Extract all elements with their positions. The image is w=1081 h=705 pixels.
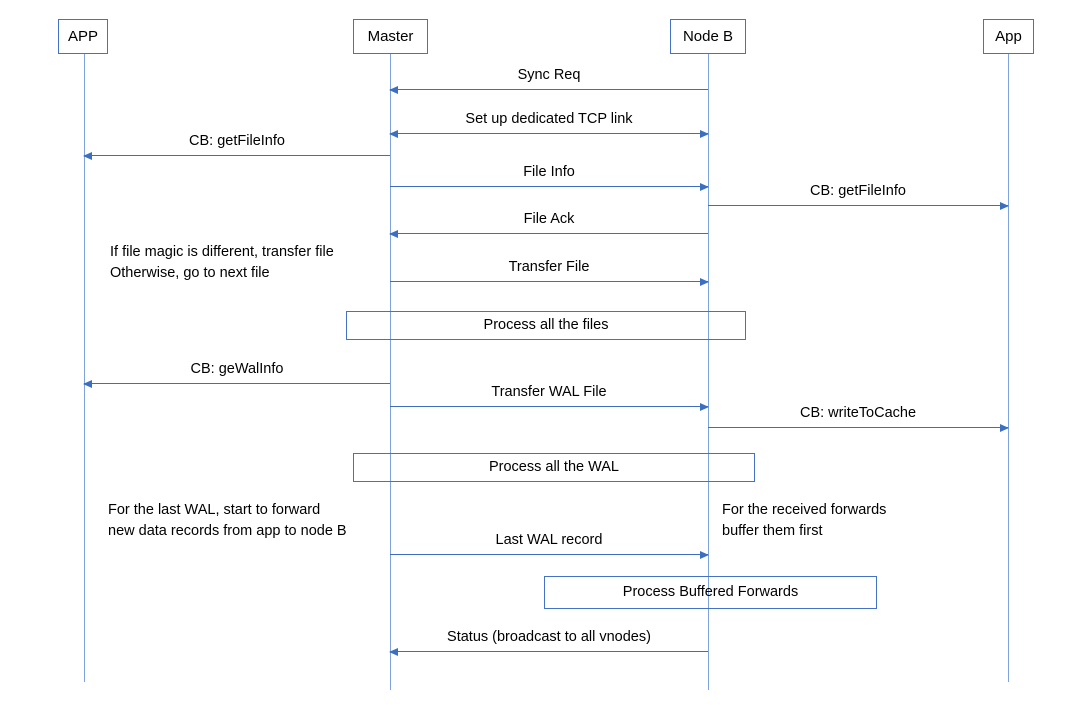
note-last-wal-forward: For the last WAL, start to forward new d… (108, 502, 347, 539)
arrowhead-left-icon (389, 85, 398, 94)
participant-app-left[interactable]: APP (58, 19, 108, 54)
lifeline-app-left (84, 54, 85, 682)
arrowhead-right-icon (700, 402, 709, 411)
arrowhead-right-icon (700, 182, 709, 191)
note-file-magic: If file magic is different, transfer fil… (110, 244, 334, 281)
message-label: File Info (523, 164, 575, 181)
participant-label: App (995, 28, 1022, 45)
arrowhead-left-icon (389, 647, 398, 656)
message-label: CB: getFileInfo (810, 183, 906, 200)
message-label: CB: geWalInfo (190, 361, 284, 378)
arrowhead-right-icon (700, 129, 709, 138)
message-label: CB: getFileInfo (189, 133, 285, 150)
message-line (389, 85, 708, 94)
participant-master[interactable]: Master (353, 19, 428, 54)
message-label: Status (broadcast to all vnodes) (447, 629, 651, 646)
process-box-process-buffered-forwards[interactable]: Process Buffered Forwards (544, 576, 877, 609)
message-label: CB: writeToCache (799, 405, 917, 422)
process-box-process-all-the-files[interactable]: Process all the files (346, 311, 746, 340)
message-line (390, 182, 709, 191)
arrowhead-right-icon (700, 277, 709, 286)
process-box-label: Process Buffered Forwards (622, 584, 799, 601)
note-received-forwards: For the received forwards buffer them fi… (722, 502, 887, 539)
participant-label: APP (67, 28, 98, 45)
participant-node-b[interactable]: Node B (670, 19, 746, 54)
arrowhead-right-icon (1000, 423, 1009, 432)
message-line (708, 423, 1009, 432)
lifeline-node-b (708, 54, 709, 690)
arrowhead-left-icon (389, 229, 398, 238)
message-label: Last WAL record (495, 532, 603, 549)
message-label: File Ack (523, 211, 575, 228)
message-line (390, 402, 709, 411)
arrowhead-left-icon (389, 129, 398, 138)
arrowhead-right-icon (700, 550, 709, 559)
message-line (389, 129, 709, 138)
process-box-label: Process all the files (483, 317, 609, 334)
participant-label: Master (367, 28, 414, 45)
message-line (390, 550, 709, 559)
process-box-label: Process all the WAL (488, 459, 619, 476)
participant-label: Node B (682, 28, 734, 45)
arrowhead-left-icon (83, 151, 92, 160)
message-line (389, 229, 708, 238)
message-line (389, 647, 708, 656)
process-box-process-all-the-wal[interactable]: Process all the WAL (353, 453, 755, 482)
message-line (83, 151, 390, 160)
arrowhead-left-icon (83, 379, 92, 388)
message-label: Transfer WAL File (491, 384, 607, 401)
message-line (390, 277, 709, 286)
message-label: Set up dedicated TCP link (465, 111, 633, 128)
message-label: Transfer File (508, 259, 590, 276)
lifeline-master (390, 54, 391, 690)
participant-app-right[interactable]: App (983, 19, 1034, 54)
message-line (83, 379, 390, 388)
message-label: Sync Req (517, 67, 581, 84)
lifeline-app-right (1008, 54, 1009, 682)
message-line (708, 201, 1009, 210)
arrowhead-right-icon (1000, 201, 1009, 210)
